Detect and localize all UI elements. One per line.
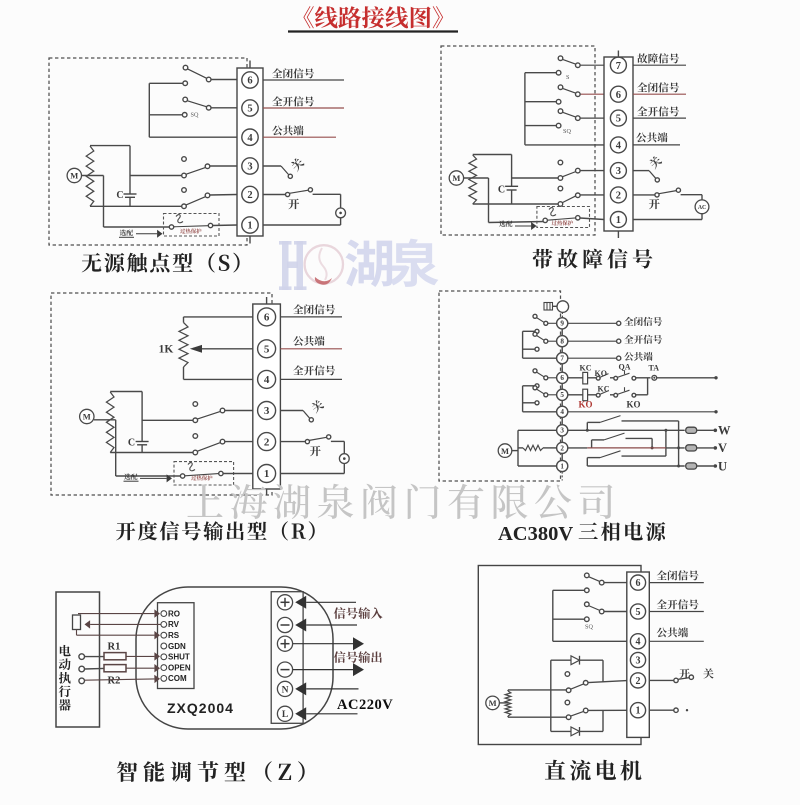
svg-text:1: 1 (636, 706, 641, 717)
svg-text:3: 3 (636, 655, 641, 666)
svg-text:1: 1 (616, 215, 621, 226)
svg-text:1: 1 (560, 462, 564, 470)
svg-text:8: 8 (560, 338, 564, 346)
svg-text:M: M (501, 446, 509, 456)
svg-text:KC: KC (598, 385, 610, 394)
svg-text:2: 2 (560, 444, 564, 452)
svg-text:C: C (128, 438, 135, 449)
svg-text:3: 3 (247, 162, 252, 173)
svg-text:4: 4 (247, 133, 253, 144)
svg-text:5: 5 (560, 391, 564, 399)
svg-text:AC220V: AC220V (337, 697, 393, 713)
svg-text:2: 2 (616, 191, 621, 202)
svg-text:6: 6 (247, 76, 252, 87)
svg-text:3: 3 (616, 166, 621, 177)
svg-text:3: 3 (264, 405, 270, 417)
svg-text:KC: KC (580, 364, 592, 373)
svg-text:SHUT: SHUT (168, 653, 190, 662)
svg-text:3: 3 (560, 427, 564, 435)
svg-text:RO: RO (168, 609, 180, 618)
svg-text:2: 2 (247, 190, 252, 201)
svg-text:V: V (718, 441, 727, 455)
svg-text:4: 4 (264, 374, 270, 386)
svg-text:M: M (83, 412, 91, 422)
svg-text:4: 4 (636, 637, 641, 648)
svg-text:9: 9 (560, 320, 564, 328)
svg-text:AC: AC (698, 205, 706, 211)
svg-text:C: C (498, 185, 505, 196)
svg-text:U: U (718, 459, 727, 473)
svg-text:SQ: SQ (585, 624, 593, 631)
svg-text:M: M (489, 698, 497, 708)
svg-text:M: M (70, 171, 78, 181)
svg-text:1: 1 (264, 468, 270, 480)
svg-text:R1: R1 (108, 642, 121, 653)
svg-text:2: 2 (636, 676, 641, 687)
svg-text:M: M (452, 173, 460, 183)
svg-text:2: 2 (264, 436, 270, 448)
svg-text:5: 5 (264, 344, 270, 356)
svg-text:C: C (116, 190, 123, 201)
svg-text:1K: 1K (159, 344, 174, 356)
svg-text:RV: RV (168, 620, 180, 629)
svg-text:W: W (718, 424, 731, 438)
svg-text:OPEN: OPEN (168, 663, 191, 672)
svg-text:S: S (566, 74, 570, 81)
svg-text:SQ: SQ (191, 112, 199, 119)
svg-text:KO: KO (579, 400, 593, 410)
svg-text:R2: R2 (108, 676, 121, 687)
svg-text:N: N (282, 685, 289, 695)
svg-text:1: 1 (247, 221, 252, 232)
svg-text:5: 5 (616, 114, 621, 125)
svg-text:GDN: GDN (168, 642, 186, 651)
svg-text:AC380V: AC380V (498, 523, 573, 545)
svg-text:5: 5 (247, 104, 252, 115)
svg-text:ZXQ2004: ZXQ2004 (167, 700, 234, 716)
svg-text:KO: KO (595, 369, 607, 378)
svg-text:4: 4 (616, 141, 622, 152)
svg-text:TA: TA (649, 364, 660, 373)
svg-text:KO: KO (627, 400, 641, 410)
svg-text:6: 6 (264, 312, 270, 324)
svg-text:7: 7 (616, 61, 621, 72)
svg-text:COM: COM (168, 674, 187, 683)
svg-text:6: 6 (616, 90, 621, 101)
svg-text:6: 6 (560, 374, 564, 382)
svg-text:4: 4 (560, 408, 564, 416)
svg-text:6: 6 (636, 578, 641, 589)
svg-text:7: 7 (560, 355, 564, 363)
svg-text:RS: RS (168, 631, 180, 640)
svg-text:5: 5 (636, 607, 641, 618)
svg-text:SQ: SQ (563, 128, 571, 135)
svg-text:QA: QA (619, 363, 631, 372)
svg-text:L: L (282, 710, 288, 720)
